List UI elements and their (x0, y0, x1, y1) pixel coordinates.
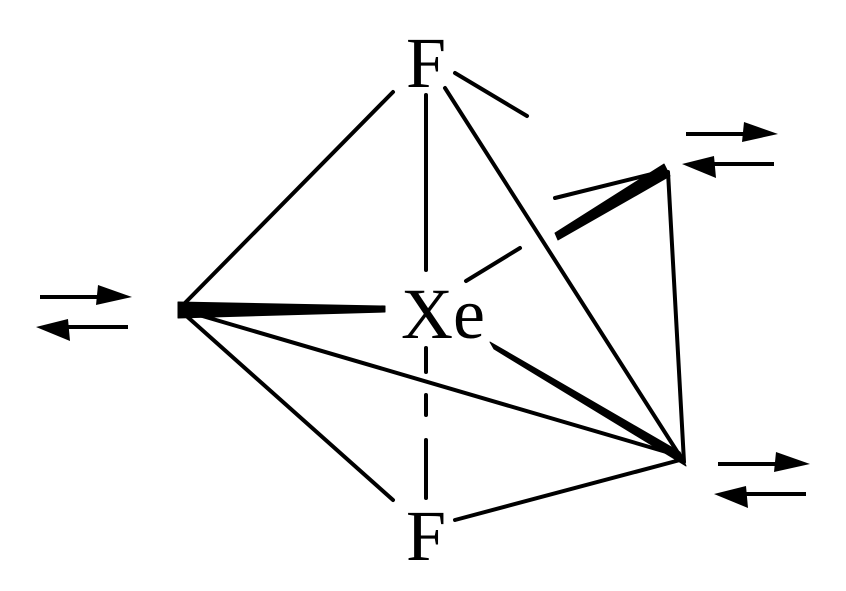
edge-left-to-lower-right (180, 308, 682, 458)
wedge-bond-lower-right (489, 341, 687, 467)
edge-upper-right-to-lower-right (666, 170, 686, 464)
atom-center-xenon: Xe (401, 274, 485, 354)
bond-upper-right-back (464, 246, 522, 283)
edge-top-to-lower-right (443, 86, 682, 458)
atom-bottom-fluorine: F (406, 496, 446, 576)
edge-upper-right-hidden-stub (553, 170, 662, 200)
edge-top-to-left (180, 90, 395, 308)
edge-bottom-to-left (180, 310, 395, 502)
edge-top-stub (453, 71, 529, 118)
equilibrium-harpoons-icon (36, 285, 132, 341)
wedge-bond-left (177, 301, 386, 319)
wedge-bond-upper-right (554, 163, 671, 241)
edge-bottom-to-lower-right (453, 458, 682, 522)
atom-top-fluorine: F (406, 23, 446, 103)
equilibrium-harpoons-icon (714, 452, 810, 508)
equilibrium-harpoons-icon (682, 122, 778, 178)
